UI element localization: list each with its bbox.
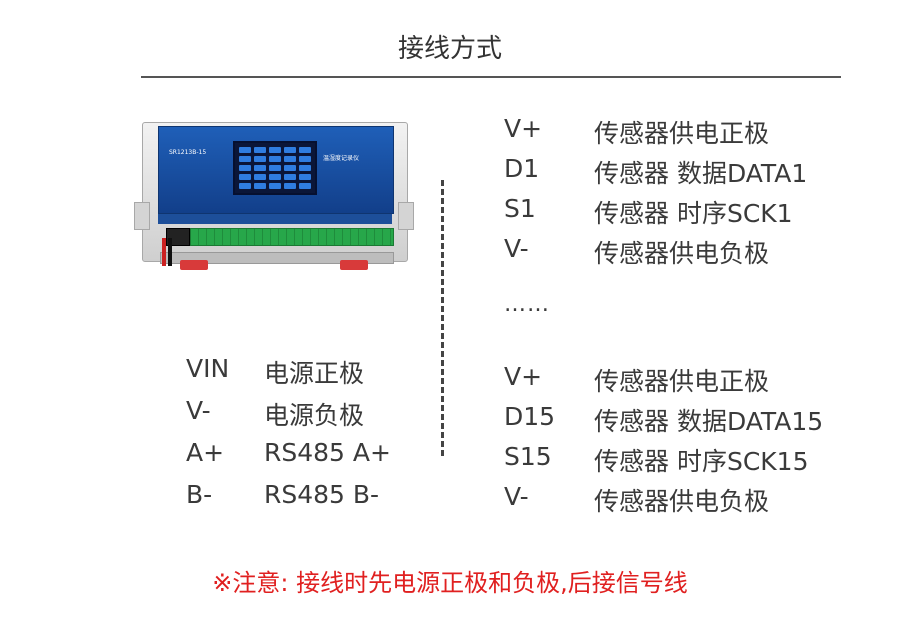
pin-name: V+ [504,362,543,391]
device-model-label: SR1213B-15 [169,149,207,156]
pin-description: 电源正极 [264,359,365,388]
device-screen [233,141,317,195]
pin-description: 传感器供电负极 [594,487,770,516]
pin-name: B- [186,480,213,509]
pin-description: 传感器 数据DATA1 [594,159,808,188]
pin-name: S15 [504,442,552,471]
black-wire [168,238,172,266]
pin-name: V+ [504,114,543,143]
device-image: SR1213B-15 温湿度记录仪 [134,118,414,276]
device-front-panel: SR1213B-15 温湿度记录仪 [158,126,394,214]
red-wire [162,238,166,266]
ellipsis: …… [504,292,550,317]
wiring-note: ※注意: 接线时先电源正极和负极,后接信号线 [212,569,688,597]
device-terminal-labels [158,214,392,224]
pin-name: S1 [504,194,536,223]
page-title: 接线方式 [397,34,502,64]
device-din-rail [160,252,394,264]
pin-description: 传感器 时序SCK15 [594,447,809,476]
pin-name: V- [504,234,529,263]
device-power-terminal [166,228,190,246]
pin-name: D1 [504,154,540,183]
pin-description: 电源负极 [264,401,365,430]
pin-name: A+ [186,438,225,467]
device-mount-left [134,202,150,230]
pin-description: 传感器供电正极 [594,367,770,396]
pin-description: 传感器供电正极 [594,119,770,148]
pin-description: 传感器 时序SCK1 [594,199,793,228]
pin-name: V- [186,396,211,425]
device-clip-right [340,260,368,270]
title-underline [141,76,841,78]
device-name-label: 温湿度记录仪 [322,155,359,162]
pin-name: V- [504,482,529,511]
device-mount-right [398,202,414,230]
pin-name: VIN [186,354,230,383]
pin-description: RS485 B- [264,480,380,509]
pin-description: 传感器供电负极 [594,239,770,268]
device-terminal-block [190,228,394,246]
pin-description: RS485 A+ [264,438,391,467]
pin-name: D15 [504,402,556,431]
dashed-divider [441,180,444,456]
pin-description: 传感器 数据DATA15 [594,407,824,436]
device-clip-left [180,260,208,270]
